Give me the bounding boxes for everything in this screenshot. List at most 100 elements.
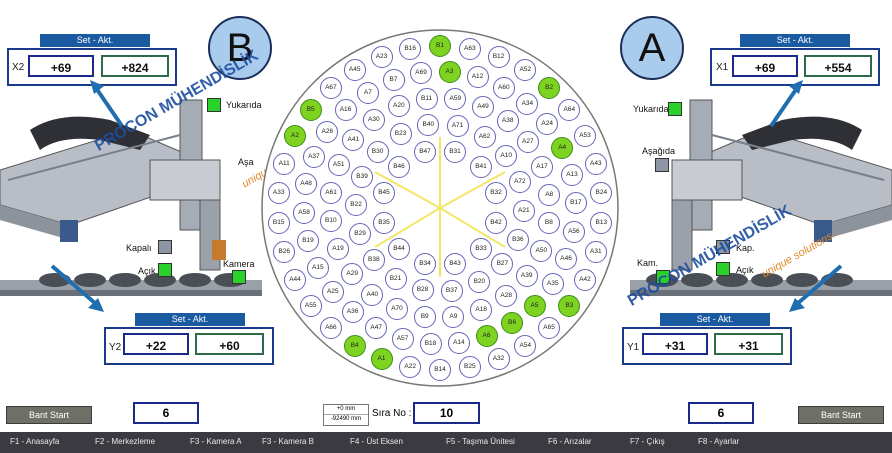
wheel-slot-b45[interactable]: B45 — [373, 182, 395, 204]
wheel-slot-b21[interactable]: B21 — [384, 268, 407, 291]
wheel-slot-b16[interactable]: B16 — [399, 37, 422, 60]
wheel-slot-a34[interactable]: A34 — [516, 92, 539, 115]
wheel-slot-a8[interactable]: A8 — [538, 183, 561, 206]
wheel-slot-a37[interactable]: A37 — [302, 146, 325, 169]
wheel-slot-b5[interactable]: B5 — [299, 99, 322, 122]
wheel-slot-b25[interactable]: B25 — [458, 356, 481, 379]
wheel-slot-a65[interactable]: A65 — [538, 316, 561, 339]
wheel-slot-b9[interactable]: B9 — [413, 305, 436, 328]
wheel-slot-a51[interactable]: A51 — [327, 154, 350, 176]
wheel-slot-a35[interactable]: A35 — [541, 273, 564, 296]
wheel-slot-a39[interactable]: A39 — [515, 264, 538, 287]
wheel-slot-a69[interactable]: A69 — [410, 62, 433, 85]
wheel-slot-a17[interactable]: A17 — [531, 155, 553, 178]
wheel-slot-b2[interactable]: B2 — [538, 77, 561, 100]
wheel-slot-b22[interactable]: B22 — [345, 194, 368, 217]
wheel-slot-b4[interactable]: B4 — [343, 334, 366, 357]
wheel-slot-b27[interactable]: B27 — [491, 253, 514, 276]
wheel-slot-a38[interactable]: A38 — [496, 110, 519, 133]
wheel-slot-b38[interactable]: B38 — [362, 248, 385, 271]
wheel-slot-b34[interactable]: B34 — [414, 253, 436, 275]
wheel-slot-b15[interactable]: B15 — [267, 211, 290, 234]
wheel-slot-a26[interactable]: A26 — [316, 120, 339, 143]
wheel-slot-b12[interactable]: B12 — [487, 45, 510, 68]
wheel-slot-a70[interactable]: A70 — [386, 298, 408, 321]
sira-field[interactable]: 10 — [413, 402, 480, 424]
wheel-slot-a14[interactable]: A14 — [447, 331, 470, 354]
wheel-slot-a9[interactable]: A9 — [442, 306, 465, 329]
wheel-slot-a58[interactable]: A58 — [293, 201, 316, 224]
wheel-slot-b43[interactable]: B43 — [444, 253, 466, 275]
left-count-field[interactable]: 6 — [133, 402, 199, 424]
wheel-slot-b28[interactable]: B28 — [411, 279, 434, 302]
wheel-slot-b10[interactable]: B10 — [319, 210, 342, 233]
wheel-slot-a32[interactable]: A32 — [487, 348, 510, 371]
wheel-slot-a24[interactable]: A24 — [536, 113, 559, 136]
wheel-slot-b11[interactable]: B11 — [415, 87, 438, 110]
wheel-slot-b29[interactable]: B29 — [349, 223, 372, 245]
wheel-slot-b42[interactable]: B42 — [485, 212, 507, 234]
wheel-slot-a40[interactable]: A40 — [361, 283, 384, 306]
wheel-slot-b31[interactable]: B31 — [444, 141, 466, 163]
wheel-slot-a46[interactable]: A46 — [555, 247, 578, 270]
wheel-slot-a28[interactable]: A28 — [495, 284, 518, 307]
wheel-slot-b20[interactable]: B20 — [468, 271, 491, 294]
wheel-slot-a56[interactable]: A56 — [562, 220, 585, 243]
wheel-slot-a12[interactable]: A12 — [466, 66, 489, 89]
footer-f8-ayarlar[interactable]: F8 - Ayarlar — [698, 437, 740, 446]
wheel-slot-a61[interactable]: A61 — [320, 181, 343, 204]
right-bant-start-button[interactable]: Bant Start — [798, 406, 884, 424]
wheel-slot-a47[interactable]: A47 — [365, 317, 388, 340]
footer-f5-tasima-unitesi[interactable]: F5 - Taşıma Ünitesi — [446, 437, 515, 446]
wheel-slot-a49[interactable]: A49 — [472, 95, 494, 118]
wheel-slot-b46[interactable]: B46 — [388, 156, 410, 178]
wheel-slot-a62[interactable]: A62 — [473, 125, 496, 148]
wheel-slot-a63[interactable]: A63 — [458, 37, 481, 60]
wheel-slot-b19[interactable]: B19 — [297, 229, 319, 252]
wheel-slot-b1[interactable]: B1 — [429, 35, 451, 57]
wheel-slot-a25[interactable]: A25 — [321, 280, 344, 303]
wheel-slot-a72[interactable]: A72 — [508, 171, 531, 193]
wheel-slot-a59[interactable]: A59 — [444, 88, 467, 111]
wheel-slot-b39[interactable]: B39 — [351, 165, 374, 188]
footer-f3-kamera-b[interactable]: F3 - Kamera B — [262, 437, 315, 446]
wheel-slot-a33[interactable]: A33 — [267, 182, 290, 205]
wheel-slot-b35[interactable]: B35 — [373, 212, 395, 234]
wheel-slot-b8[interactable]: B8 — [537, 212, 560, 235]
left-bant-start-button[interactable]: Bant Start — [6, 406, 92, 424]
wheel-slot-a23[interactable]: A23 — [370, 45, 393, 68]
wheel-slot-a6[interactable]: A6 — [475, 324, 498, 347]
wheel-slot-a13[interactable]: A13 — [561, 164, 583, 187]
wheel-slot-a55[interactable]: A55 — [299, 294, 322, 317]
wheel-slot-b26[interactable]: B26 — [273, 241, 296, 264]
wheel-slot-b14[interactable]: B14 — [429, 359, 451, 381]
y1-set-value[interactable]: +31 — [642, 333, 708, 355]
wheel-slot-a60[interactable]: A60 — [492, 76, 515, 99]
wheel-slot-a45[interactable]: A45 — [343, 59, 366, 82]
wheel-slot-b44[interactable]: B44 — [388, 238, 410, 260]
wheel-slot-a11[interactable]: A11 — [273, 152, 296, 175]
wheel-slot-b36[interactable]: B36 — [506, 228, 529, 251]
wheel-slot-a42[interactable]: A42 — [574, 269, 596, 292]
wheel-slot-a27[interactable]: A27 — [516, 130, 539, 153]
wheel-slot-b33[interactable]: B33 — [470, 238, 492, 260]
x1-set-value[interactable]: +69 — [732, 55, 798, 77]
wheel-slot-a19[interactable]: A19 — [327, 238, 349, 261]
wheel-slot-a30[interactable]: A30 — [362, 109, 385, 132]
wheel-slot-b24[interactable]: B24 — [590, 182, 613, 205]
wheel-slot-a31[interactable]: A31 — [584, 241, 607, 264]
footer-f2-merkezleme[interactable]: F2 - Merkezleme — [95, 437, 156, 446]
wheel-slot-a36[interactable]: A36 — [341, 301, 364, 324]
wheel-slot-a66[interactable]: A66 — [319, 316, 342, 339]
wheel-slot-a54[interactable]: A54 — [514, 334, 537, 357]
wheel-slot-a10[interactable]: A10 — [495, 145, 518, 168]
wheel-slot-a53[interactable]: A53 — [574, 124, 596, 147]
wheel-slot-b7[interactable]: B7 — [382, 69, 405, 92]
x2-set-value[interactable]: +69 — [28, 55, 94, 77]
wheel-slot-a16[interactable]: A16 — [334, 99, 357, 122]
wheel-slot-a5[interactable]: A5 — [523, 294, 546, 317]
wheel-slot-b23[interactable]: B23 — [389, 122, 412, 145]
wheel-slot-a1[interactable]: A1 — [370, 348, 393, 371]
wheel-slot-a41[interactable]: A41 — [342, 129, 365, 152]
wheel-slot-a57[interactable]: A57 — [391, 327, 414, 350]
